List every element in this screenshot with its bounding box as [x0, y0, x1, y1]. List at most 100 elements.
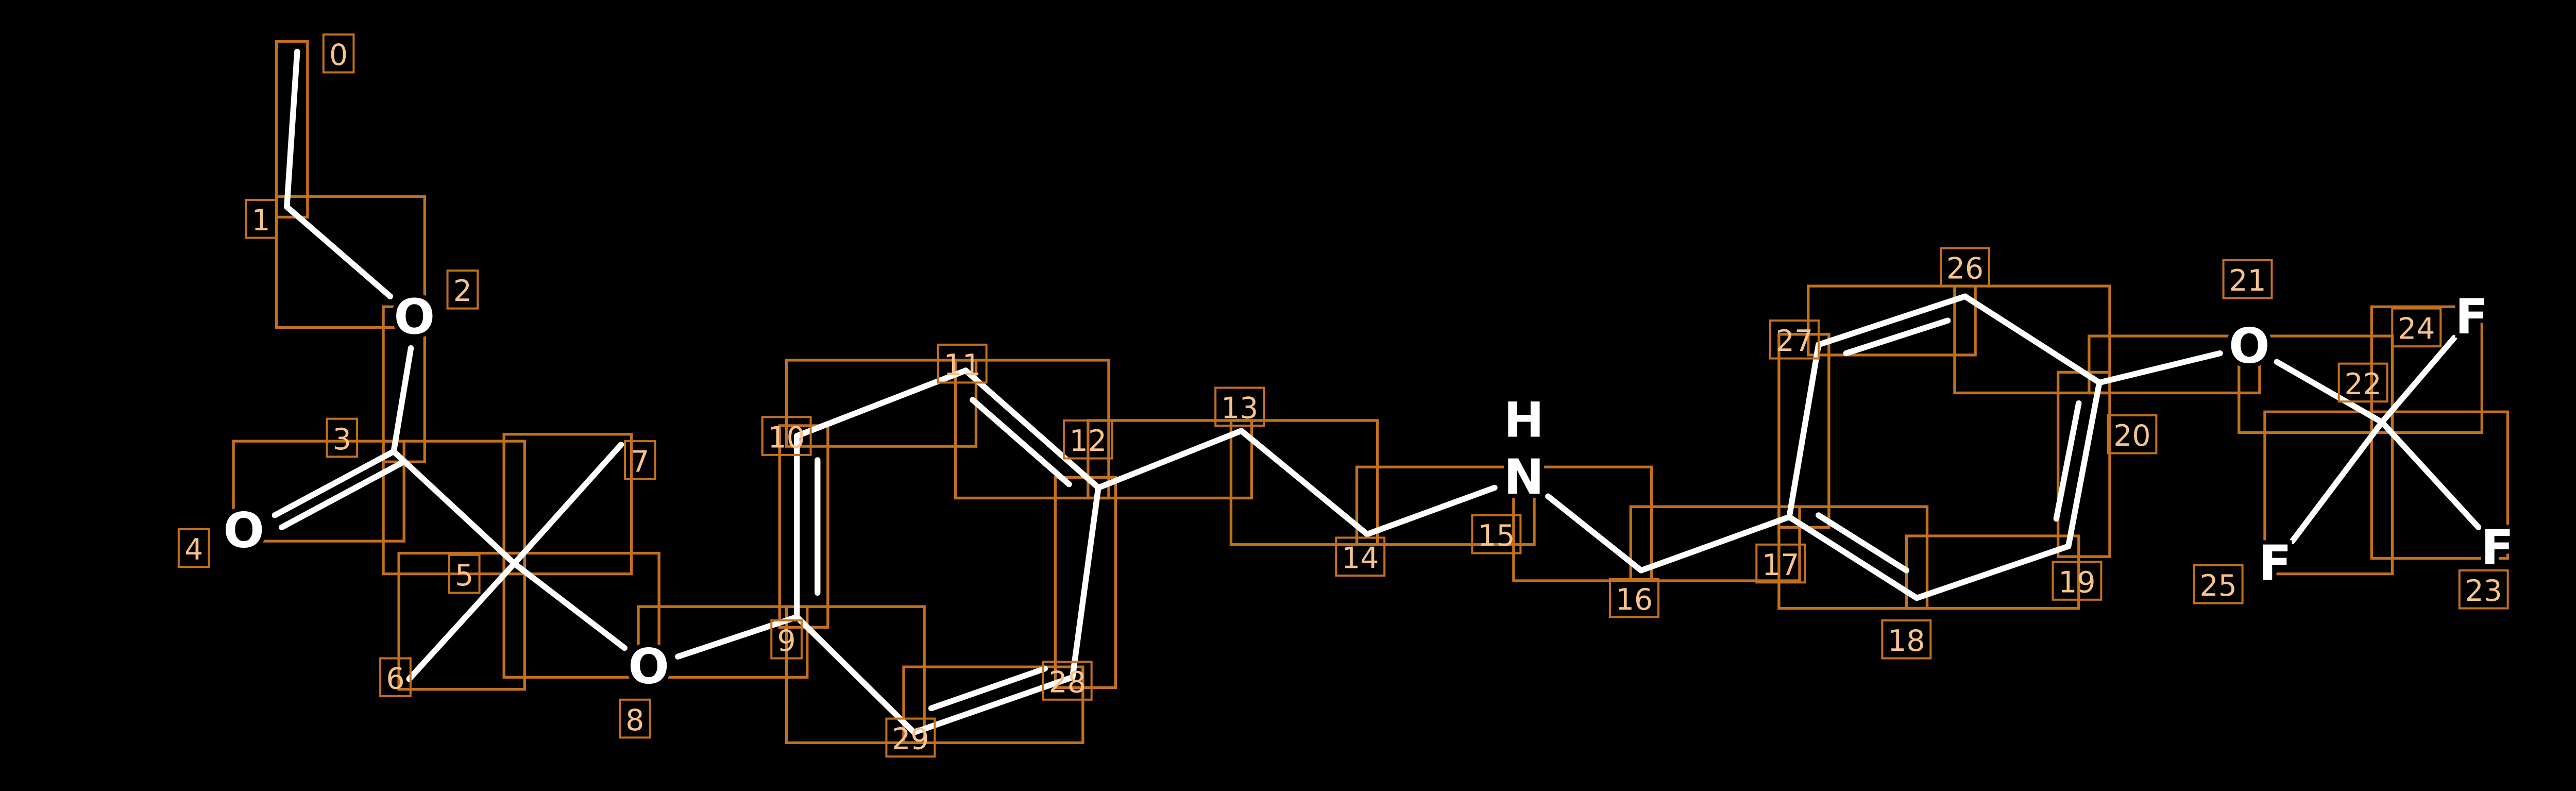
atom-index-label: 2 — [453, 274, 472, 308]
bond-box — [954, 359, 1110, 500]
bond-box — [232, 440, 405, 543]
atom-index-label: 27 — [1776, 324, 1813, 358]
bond-box — [2370, 410, 2510, 560]
atom-index-label: 15 — [1478, 519, 1515, 553]
bond-line — [2096, 350, 2223, 386]
atom-index-box — [1769, 319, 1820, 360]
atom-index-label: 4 — [184, 533, 203, 567]
atom-index-box — [245, 198, 277, 239]
bonds-layer — [272, 48, 2482, 735]
bond-line — [1238, 428, 1370, 537]
oxygen-carbonyl-symbol: O — [223, 503, 264, 559]
bond-line — [2289, 419, 2385, 544]
atom-index-label: 3 — [333, 423, 351, 457]
atom-index-label: 11 — [944, 348, 981, 382]
atom-index-box — [2052, 561, 2103, 601]
bond-line — [1816, 293, 1968, 348]
atom-index-box — [1755, 543, 1806, 584]
bond-box — [637, 605, 809, 679]
atom-index-label: 10 — [768, 420, 805, 455]
atom-index-label: 1 — [252, 204, 270, 238]
bond-line — [911, 674, 1076, 735]
bond-line — [970, 397, 1072, 487]
bond-line — [1913, 543, 2072, 601]
bond-line — [1638, 514, 1792, 574]
bond-line — [1962, 293, 2103, 386]
atom-index-box — [2193, 564, 2244, 604]
atom-index-label: 7 — [631, 445, 649, 479]
atom-index-box — [761, 416, 812, 456]
bond-line — [284, 48, 300, 210]
atom-index-label: 12 — [1070, 424, 1107, 458]
atom-index-box — [1940, 247, 1991, 288]
fluorine-top-symbol: F — [2455, 289, 2488, 345]
bond-box — [785, 605, 926, 745]
atom-index-label: 9 — [777, 624, 796, 658]
atom-index-box — [379, 657, 412, 698]
oxygen-ester-symbol: O — [394, 289, 435, 345]
atom-index-label: 5 — [455, 559, 473, 593]
atom-index-box — [770, 619, 803, 660]
atom-index-box — [2391, 307, 2442, 348]
bond-line — [406, 560, 517, 682]
atom-index-label: 28 — [1049, 665, 1086, 699]
atom-index-label: 26 — [1946, 252, 1984, 286]
nitrogen-amine-symbol: N — [1504, 449, 1544, 506]
bond-line — [279, 460, 404, 531]
bond-box — [502, 433, 633, 576]
bond-box — [902, 665, 1084, 745]
bond-line — [391, 345, 414, 455]
atom-index-label: 16 — [1616, 583, 1653, 617]
atom-index-label: 29 — [892, 722, 929, 756]
bond-line — [2065, 379, 2103, 549]
atom-index-label: 14 — [1342, 542, 1379, 576]
bond-box — [2238, 334, 2394, 434]
atom-index-label: 18 — [1888, 624, 1925, 658]
atom-index-box — [1214, 386, 1265, 427]
bond-box — [275, 40, 309, 219]
atom-index-box — [1881, 619, 1932, 660]
atom-index-box — [2458, 569, 2509, 610]
atom-index-box — [326, 417, 359, 458]
atom-index-box — [1042, 661, 1093, 701]
atom-index-label: 22 — [2344, 367, 2381, 401]
fluorine-bottom-left-symbol: F — [2259, 535, 2292, 592]
atom-index-label: 13 — [1221, 392, 1258, 426]
atom-index-label: 6 — [386, 662, 404, 696]
bond-box — [1355, 465, 1536, 546]
atom-index-box — [1608, 578, 1659, 618]
bond-box — [1777, 505, 1929, 610]
atom-index-label: 0 — [329, 38, 348, 72]
atom-index-box — [177, 528, 210, 568]
bond-line — [2274, 359, 2385, 426]
atom-index-box — [937, 343, 988, 384]
bond-box — [397, 551, 526, 691]
atom-index-box — [1335, 536, 1386, 577]
bond-box — [2088, 334, 2261, 395]
atom-index-label: 17 — [1762, 548, 1799, 582]
atom-index-box — [322, 33, 355, 74]
bond-box — [2263, 410, 2394, 576]
bond-box — [275, 195, 426, 329]
bond-line — [675, 614, 800, 660]
bond-line — [1816, 512, 1910, 574]
atom-index-label: 25 — [2199, 569, 2236, 603]
bond-box — [382, 440, 526, 576]
bond-boxes-layer — [232, 40, 2510, 745]
atom-index-box — [2107, 414, 2158, 455]
index-labels-layer: 0123456789101112131415161718192021222324… — [177, 33, 2509, 758]
atom-index-box — [623, 440, 656, 480]
bond-line — [793, 367, 969, 439]
oxygen-ether-symbol: O — [628, 639, 669, 695]
bond-box — [1229, 419, 1379, 546]
oxygen-trifluoromethoxy-symbol: O — [2229, 318, 2270, 375]
atom-index-label: 20 — [2113, 419, 2150, 453]
bond-line — [1095, 428, 1245, 491]
atom-index-label: 8 — [625, 703, 644, 737]
atom-index-box — [618, 698, 651, 739]
atom-index-box — [2337, 362, 2388, 403]
bond-line — [511, 442, 624, 567]
bond-box — [2370, 305, 2483, 434]
